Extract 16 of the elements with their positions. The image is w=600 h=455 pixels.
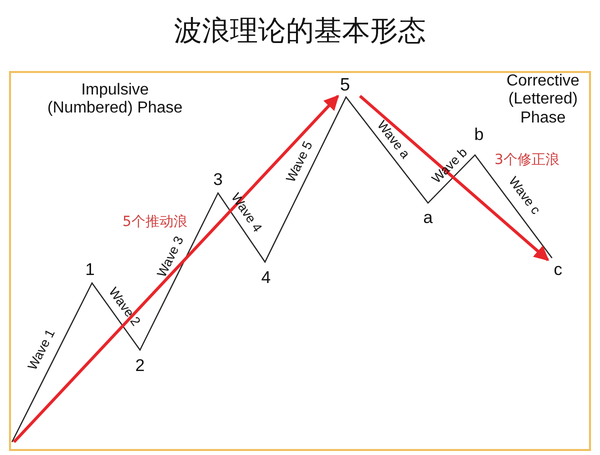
title: 波浪理论的基本形态 (173, 13, 427, 49)
point-label: 3 (213, 170, 223, 190)
wave-label: Wave 1 (25, 327, 59, 373)
wave-label: Wave 3 (154, 234, 188, 280)
point-label: 5 (340, 74, 350, 96)
wave-count-label: 5个推动浪 (122, 214, 188, 230)
phase-heading: Corrective (Lettered) Phase (506, 72, 580, 128)
point-label: 2 (135, 356, 145, 376)
wave-label: Wave 5 (284, 139, 316, 185)
point-label: 4 (261, 268, 271, 288)
point-label: a (423, 208, 433, 228)
point-label: b (474, 125, 484, 145)
point-label: c (554, 260, 562, 280)
point-label: 1 (85, 260, 95, 280)
wave-count-label: 3个修正浪 (494, 152, 560, 168)
phase-heading: Impulsive (Numbered) Phase (46, 82, 184, 118)
